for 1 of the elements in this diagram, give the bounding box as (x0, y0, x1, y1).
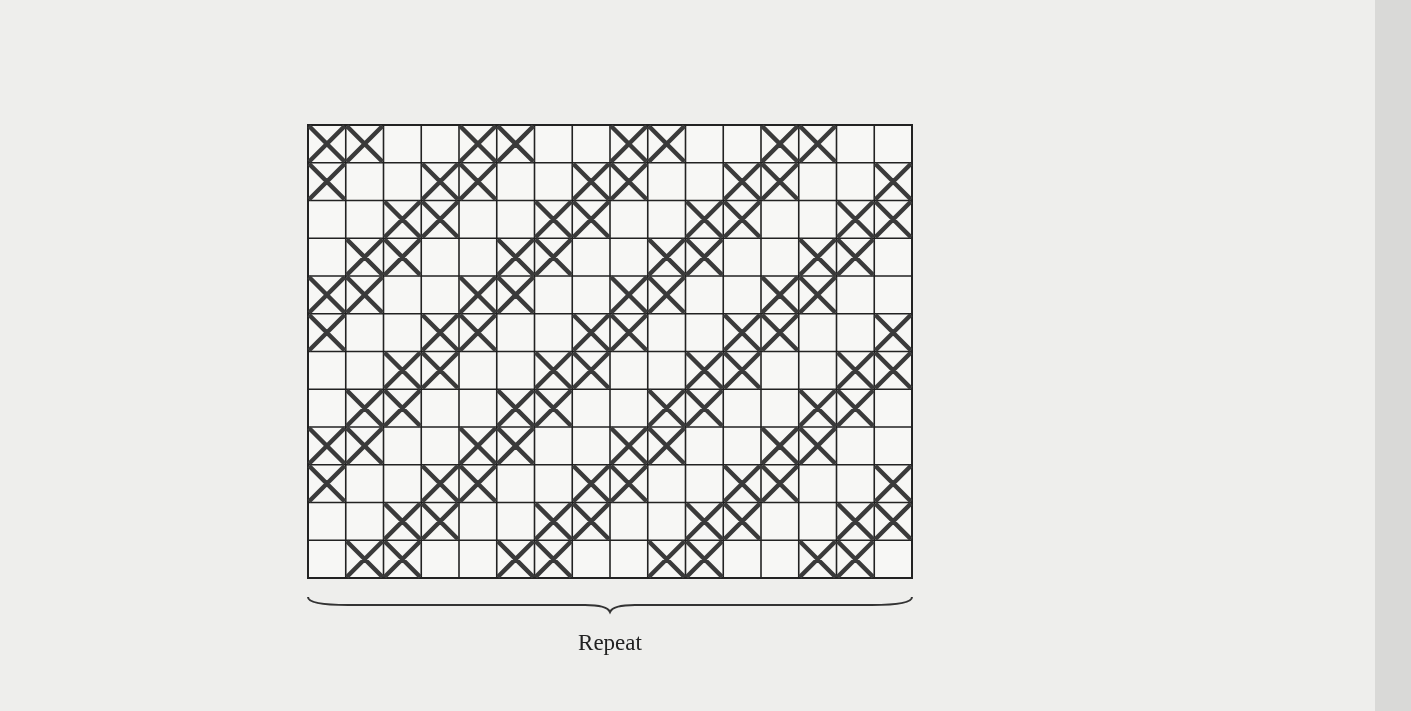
chart-label: Repeat (578, 630, 642, 656)
